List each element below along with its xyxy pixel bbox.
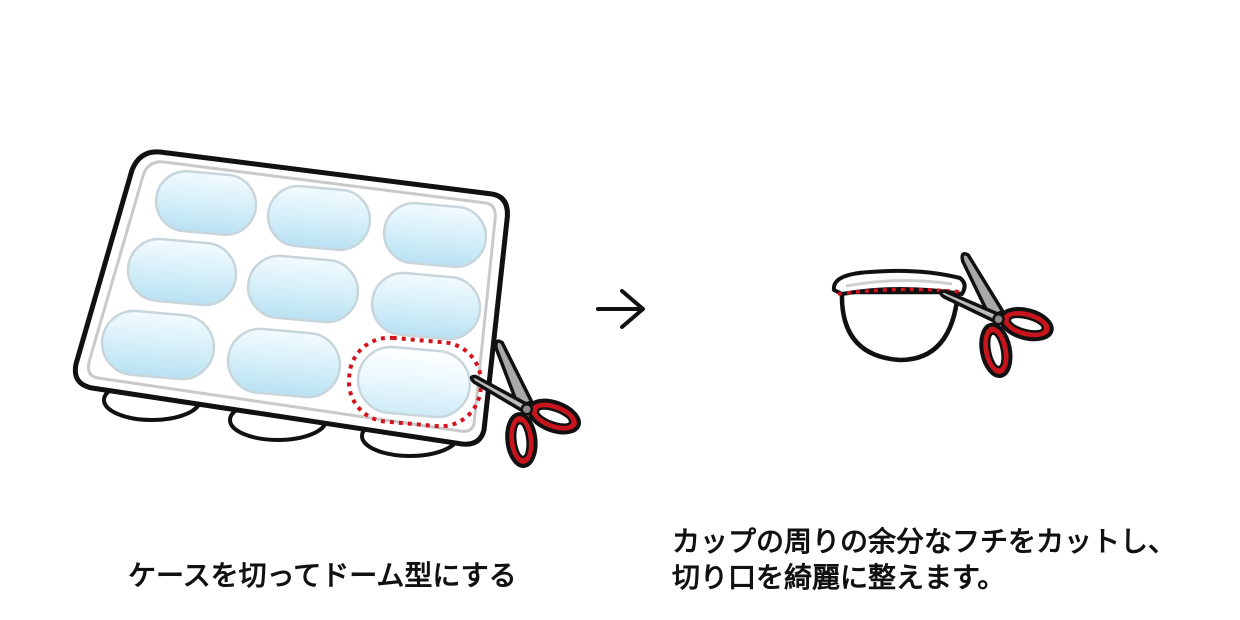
tray-dome [154,170,258,236]
cut-line [346,335,484,429]
step-2-caption-line-2: 切り口を綺麗に整えます。 [672,561,1006,594]
step-1-caption: ケースを切ってドーム型にする [128,559,517,592]
tray-inner-rim [86,160,497,433]
scissors-icon [938,252,1054,379]
tray-dome-selected [356,345,472,419]
cup-body [839,289,961,363]
cup-rim-inner [845,278,953,288]
tray-dome [370,271,482,341]
tray-dome [266,184,372,252]
scissors-icon [469,339,581,468]
tray-dome [126,237,238,307]
tray-dome [382,201,488,269]
tray-dome [100,309,216,381]
trimmed-cup-with-scissors-icon [831,252,1054,379]
arrow-right-icon [596,289,645,329]
cup-rim [831,268,967,296]
tray-dome [246,254,360,324]
egg-tray-with-scissors-icon [72,149,581,468]
step-2-caption-line-1: カップの周りの余分なフチをカットし、 [672,525,1177,558]
step-2-caption: カップの周りの余分なフチをカットし、 切り口を綺麗に整えます。 [672,524,1176,596]
tray-dome [226,327,342,399]
tray-domes [100,170,488,419]
